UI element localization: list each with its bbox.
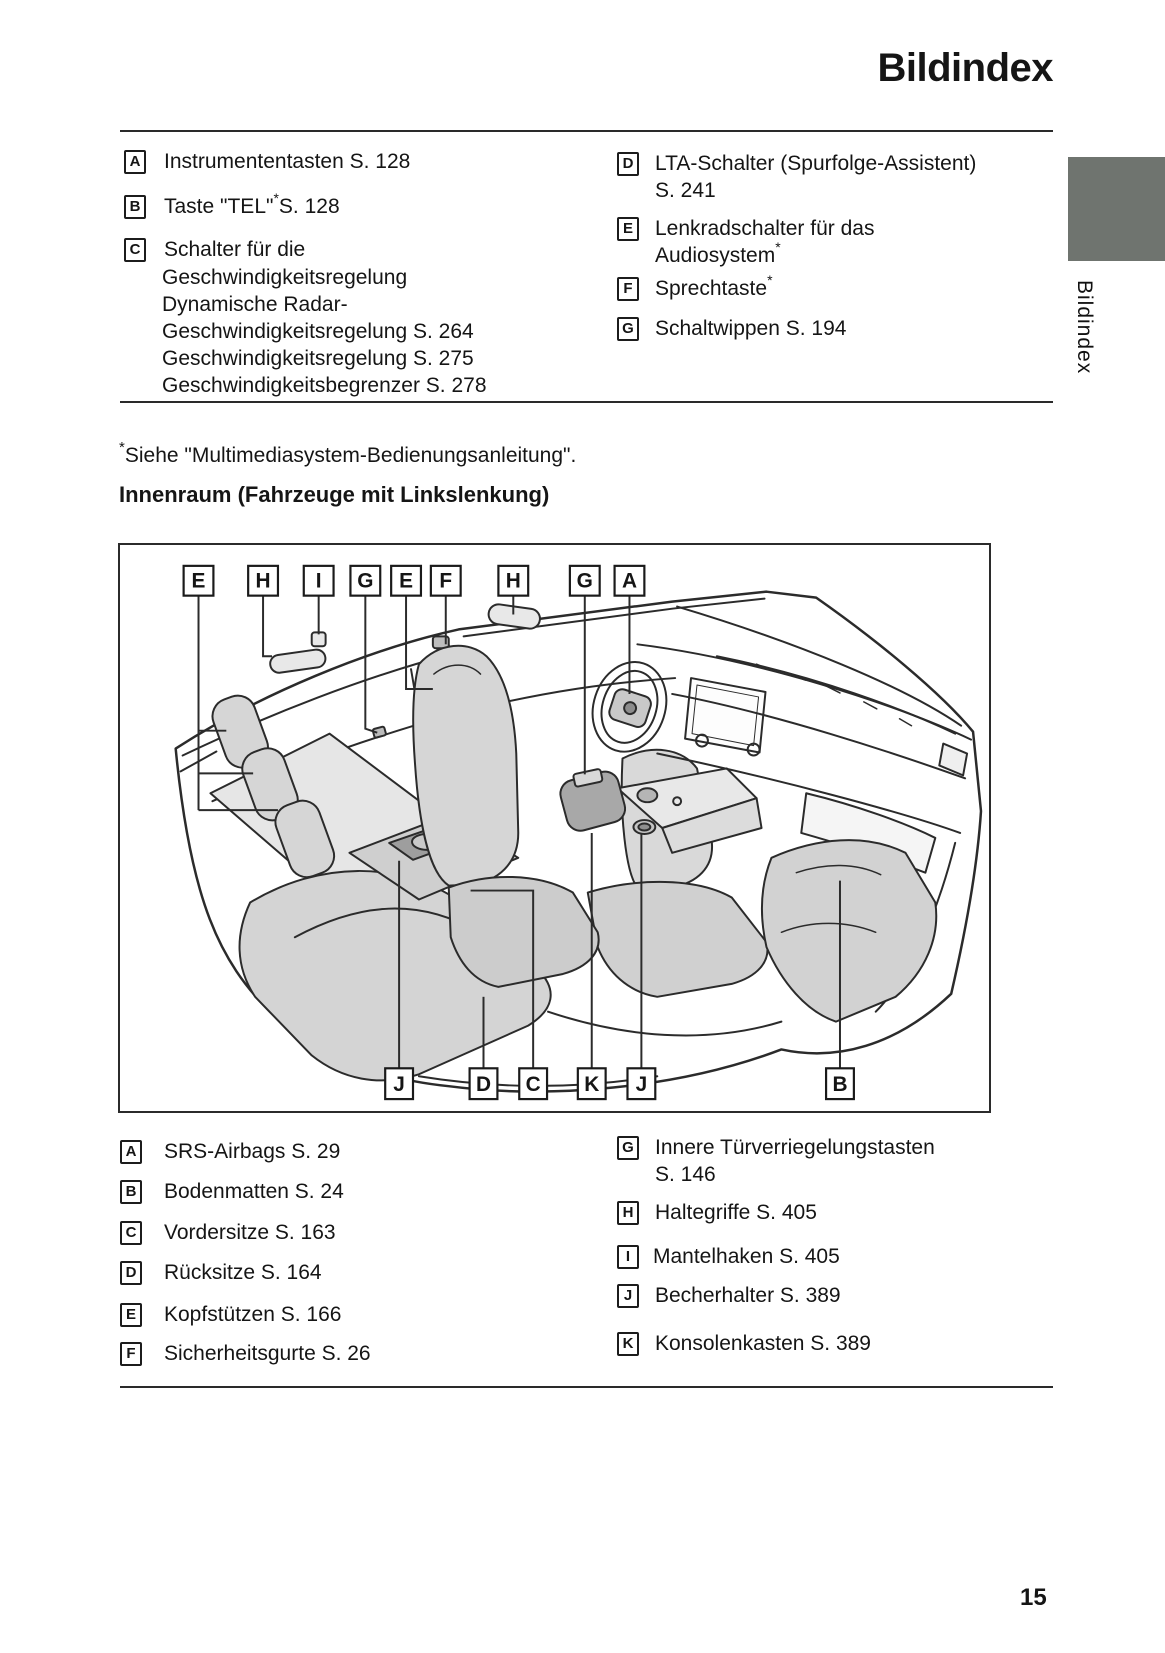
list-item: Becherhalter S. 389 (655, 1284, 841, 1307)
list-bottom-rule (120, 401, 1053, 403)
diagram-label: E (390, 564, 423, 597)
list-item: Rücksitze S. 164 (164, 1261, 322, 1284)
list-item: LTA-Schalter (Spurfolge-Assistent) (655, 152, 977, 175)
key-box-E: E (120, 1303, 142, 1327)
key-box-H: H (617, 1201, 639, 1225)
list-item-line: S. 241 (655, 179, 716, 202)
footnote-asterisk: * (119, 439, 125, 456)
footnote-asterisk: * (775, 239, 781, 255)
svg-text:D: D (476, 1073, 491, 1096)
list-item: Taste "TEL"*S. 128 (164, 190, 340, 218)
svg-text:E: E (192, 570, 206, 593)
key-box-C: C (124, 238, 146, 262)
diagram-label: I (302, 564, 335, 597)
list-item: SRS-Airbags S. 29 (164, 1140, 341, 1163)
svg-text:J: J (636, 1073, 648, 1096)
list-item-line: Geschwindigkeitsregelung S. 264 (162, 320, 474, 343)
diagram-label: J (384, 1067, 415, 1101)
diagram-label: B (824, 1067, 855, 1101)
page-title: Bildindex (877, 46, 1053, 90)
chapter-tab-label: Bildindex (1073, 280, 1096, 375)
key-box-C: C (120, 1221, 142, 1245)
key-box-F: F (617, 277, 639, 301)
svg-text:H: H (256, 570, 271, 593)
svg-text:H: H (506, 570, 521, 593)
svg-text:E: E (399, 570, 413, 593)
key-box-B: B (120, 1180, 142, 1204)
list-item-line: Dynamische Radar- (162, 293, 348, 316)
svg-text:G: G (357, 570, 373, 593)
svg-text:A: A (622, 570, 637, 593)
list-item-line: Geschwindigkeitsregelung S. 275 (162, 347, 474, 370)
key-box-D: D (120, 1261, 142, 1285)
diagram-label: H (497, 564, 530, 597)
list-item-line: Geschwindigkeitsregelung (162, 266, 408, 289)
list-item: Bodenmatten S. 24 (164, 1180, 344, 1203)
svg-text:K: K (584, 1073, 599, 1096)
key-box-G: G (617, 1136, 639, 1160)
diagram-label: E (182, 564, 215, 597)
list-item: Lenkradschalter für das (655, 217, 875, 240)
svg-text:C: C (526, 1073, 541, 1096)
list-item: Sicherheitsgurte S. 26 (164, 1342, 371, 1365)
list-item: Vordersitze S. 163 (164, 1221, 336, 1244)
svg-text:I: I (316, 570, 322, 593)
list-item-line: Geschwindigkeitsbegrenzer S. 278 (162, 374, 487, 397)
list-item: Schaltwippen S. 194 (655, 317, 847, 340)
interior-diagram-frame: E H I G E F H G A J D C K J B (118, 543, 991, 1113)
footer-rule (120, 1386, 1053, 1388)
svg-text:G: G (577, 570, 593, 593)
list-item: Kopfstützen S. 166 (164, 1303, 342, 1326)
list-item: Konsolenkasten S. 389 (655, 1332, 871, 1355)
key-box-D: D (617, 152, 639, 176)
key-box-E: E (617, 217, 639, 241)
footnote: *Siehe "Multimediasystem-Bedienungsanlei… (119, 439, 577, 467)
section-heading: Innenraum (Fahrzeuge mit Linkslenkung) (119, 482, 550, 507)
car-interior-line-art: E H I G E F H G A J D C K J B (174, 564, 983, 1101)
diagram-label: D (468, 1067, 499, 1101)
diagram-label: G (568, 564, 601, 597)
list-item: Instrumententasten S. 128 (164, 150, 411, 173)
diagram-label: G (349, 564, 382, 597)
svg-text:F: F (439, 570, 452, 593)
page-number: 15 (1020, 1584, 1047, 1611)
svg-text:B: B (832, 1073, 847, 1096)
diagram-label: J (626, 1067, 657, 1101)
list-item-line: Audiosystem* (655, 239, 781, 267)
list-item: Innere Türverriegelungstasten (655, 1136, 935, 1159)
diagram-label: C (518, 1067, 549, 1101)
diagram-label: A (613, 564, 646, 597)
svg-text:J: J (393, 1073, 405, 1096)
key-box-G: G (617, 317, 639, 341)
key-box-J: J (617, 1284, 639, 1308)
key-box-A: A (124, 150, 146, 174)
key-box-B: B (124, 195, 146, 219)
diagram-label: K (576, 1067, 607, 1101)
key-box-I: I (617, 1245, 639, 1269)
list-item: Haltegriffe S. 405 (655, 1201, 817, 1224)
footnote-asterisk: * (273, 190, 279, 206)
diagram-label: H (247, 564, 280, 597)
key-box-F: F (120, 1342, 142, 1366)
list-item: Mantelhaken S. 405 (653, 1245, 840, 1268)
key-box-A: A (120, 1140, 142, 1164)
diagram-label: F (429, 564, 462, 597)
callout-lines (197, 595, 841, 1069)
top-rule (120, 130, 1053, 132)
list-item: Schalter für die (164, 238, 306, 261)
footnote-asterisk: * (767, 272, 773, 288)
list-item: Sprechtaste* (655, 272, 773, 300)
chapter-tab-marker (1068, 157, 1165, 261)
key-box-K: K (617, 1332, 639, 1356)
list-item-line: S. 146 (655, 1163, 716, 1186)
